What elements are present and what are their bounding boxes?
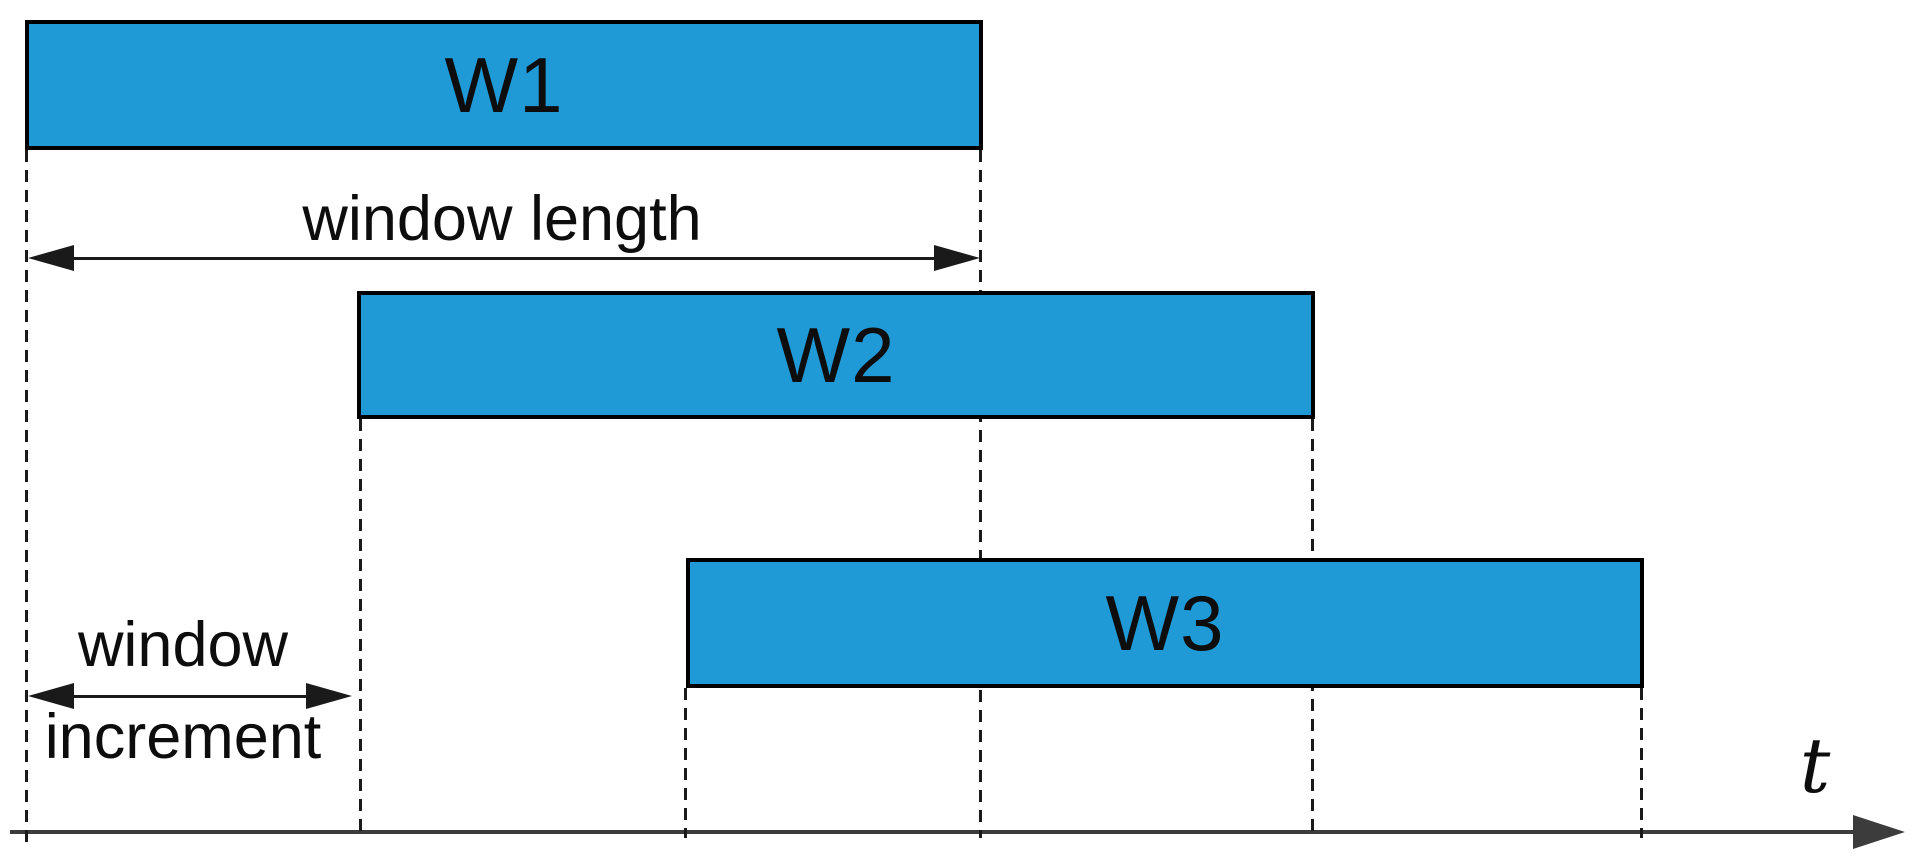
time-axis xyxy=(10,830,1858,834)
window-increment-arrowhead-left-icon xyxy=(28,683,74,709)
window-bar-w1-label: W1 xyxy=(444,41,564,129)
window-bar-w3: W3 xyxy=(686,558,1644,688)
window-increment-label-line1: window xyxy=(77,610,289,680)
window-bar-w3-label: W3 xyxy=(1105,579,1225,667)
time-axis-label: t xyxy=(1799,721,1831,810)
window-increment-arrowhead-right-icon xyxy=(306,683,352,709)
window-increment-label-line2: increment xyxy=(44,702,322,772)
dashed-guide-w1-start xyxy=(25,150,28,844)
dashed-guide-w3-end xyxy=(1640,688,1643,838)
window-bar-w2: W2 xyxy=(357,291,1315,419)
window-length-arrow xyxy=(62,257,946,260)
dashed-guide-w3-start xyxy=(684,688,687,838)
window-bar-w2-label: W2 xyxy=(776,311,896,399)
window-length-label: window length xyxy=(302,184,702,254)
time-axis-arrowhead-icon xyxy=(1853,815,1905,849)
window-length-arrowhead-left-icon xyxy=(28,245,74,271)
dashed-guide-w2-start xyxy=(359,419,362,838)
window-increment-arrow xyxy=(62,695,312,698)
window-length-arrowhead-right-icon xyxy=(934,245,980,271)
dashed-guide-w1-end xyxy=(979,150,982,838)
window-bar-w1: W1 xyxy=(25,20,983,150)
